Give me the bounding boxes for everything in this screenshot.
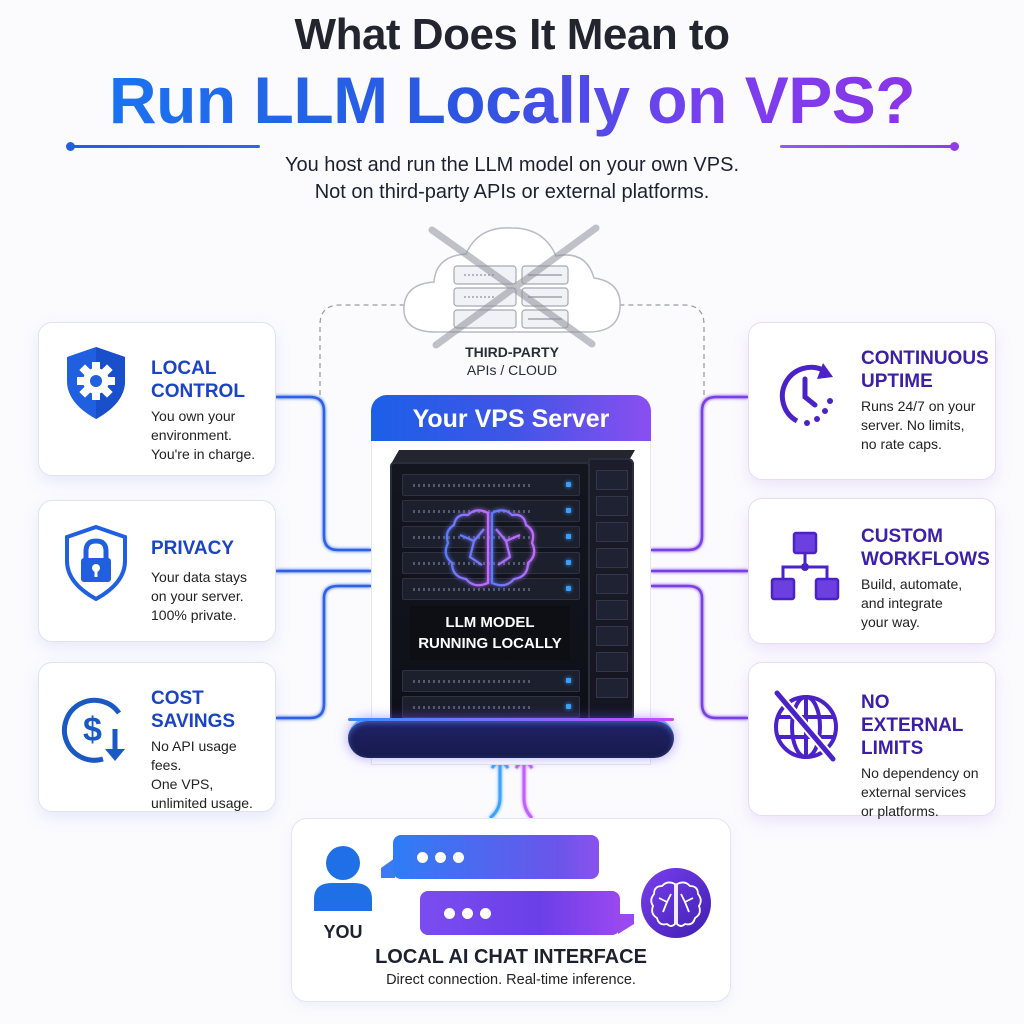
server-glow-platform bbox=[348, 718, 674, 758]
server-rack-side bbox=[588, 458, 634, 720]
shield-gear-icon bbox=[67, 347, 125, 419]
chat-bubble-user bbox=[393, 835, 599, 879]
ai-brain-avatar bbox=[641, 868, 711, 938]
brain-icon bbox=[650, 881, 702, 927]
title-rule-right bbox=[780, 145, 955, 148]
llm-model-label: LLM MODEL RUNNING LOCALLY bbox=[410, 606, 570, 660]
server-rack-icon bbox=[390, 462, 590, 727]
title-gradient-text: Run LLM Locally on VPS? bbox=[108, 63, 916, 137]
workflow-hierarchy-icon bbox=[770, 531, 840, 601]
chat-interface-title: LOCAL AI CHAT INTERFACE bbox=[375, 946, 647, 968]
bubble-tail-user bbox=[381, 858, 395, 878]
clock-refresh-icon bbox=[779, 363, 833, 426]
you-label: YOU bbox=[323, 922, 363, 942]
chat-bubble-ai bbox=[420, 891, 620, 935]
cloud-label: THIRD-PARTY APIs / CLOUD bbox=[412, 343, 612, 379]
bubble-tail-ai bbox=[618, 914, 634, 934]
svg-text:$: $ bbox=[83, 711, 102, 749]
title-line-2: Run LLM Locally on VPS? bbox=[0, 62, 1024, 138]
subtitle: You host and run the LLM model on your o… bbox=[0, 152, 1024, 206]
cloud-label-line-2: APIs / CLOUD bbox=[466, 362, 558, 378]
subtitle-line-1: You host and run the LLM model on your o… bbox=[285, 154, 739, 176]
llm-label-line-1: LLM MODEL bbox=[445, 614, 535, 631]
dollar-down-arrow-icon: $ bbox=[61, 697, 125, 763]
brain-icon bbox=[444, 509, 536, 587]
rule-dot-right bbox=[950, 142, 959, 151]
vps-server-header: Your VPS Server bbox=[371, 395, 651, 441]
title-rule-left bbox=[70, 145, 260, 148]
card-title: PRIVACY bbox=[151, 538, 235, 559]
user-icon bbox=[314, 846, 372, 911]
subtitle-line-2: Not on third-party APIs or external plat… bbox=[314, 181, 710, 203]
globe-slash-icon bbox=[773, 690, 838, 762]
chat-interface-subtitle: Direct connection. Real-time inference. bbox=[386, 972, 636, 988]
crossed-out-cloud-servers-icon bbox=[403, 224, 621, 349]
card-description: No API usage fees.One VPS,unlimited usag… bbox=[151, 738, 253, 811]
title-line-1: What Does It Mean to bbox=[294, 10, 730, 59]
shield-lock-icon bbox=[65, 524, 127, 601]
cloud-label-line-1: THIRD-PARTY bbox=[465, 344, 559, 360]
rule-dot-left bbox=[66, 142, 75, 151]
llm-label-line-2: RUNNING LOCALLY bbox=[418, 635, 562, 652]
